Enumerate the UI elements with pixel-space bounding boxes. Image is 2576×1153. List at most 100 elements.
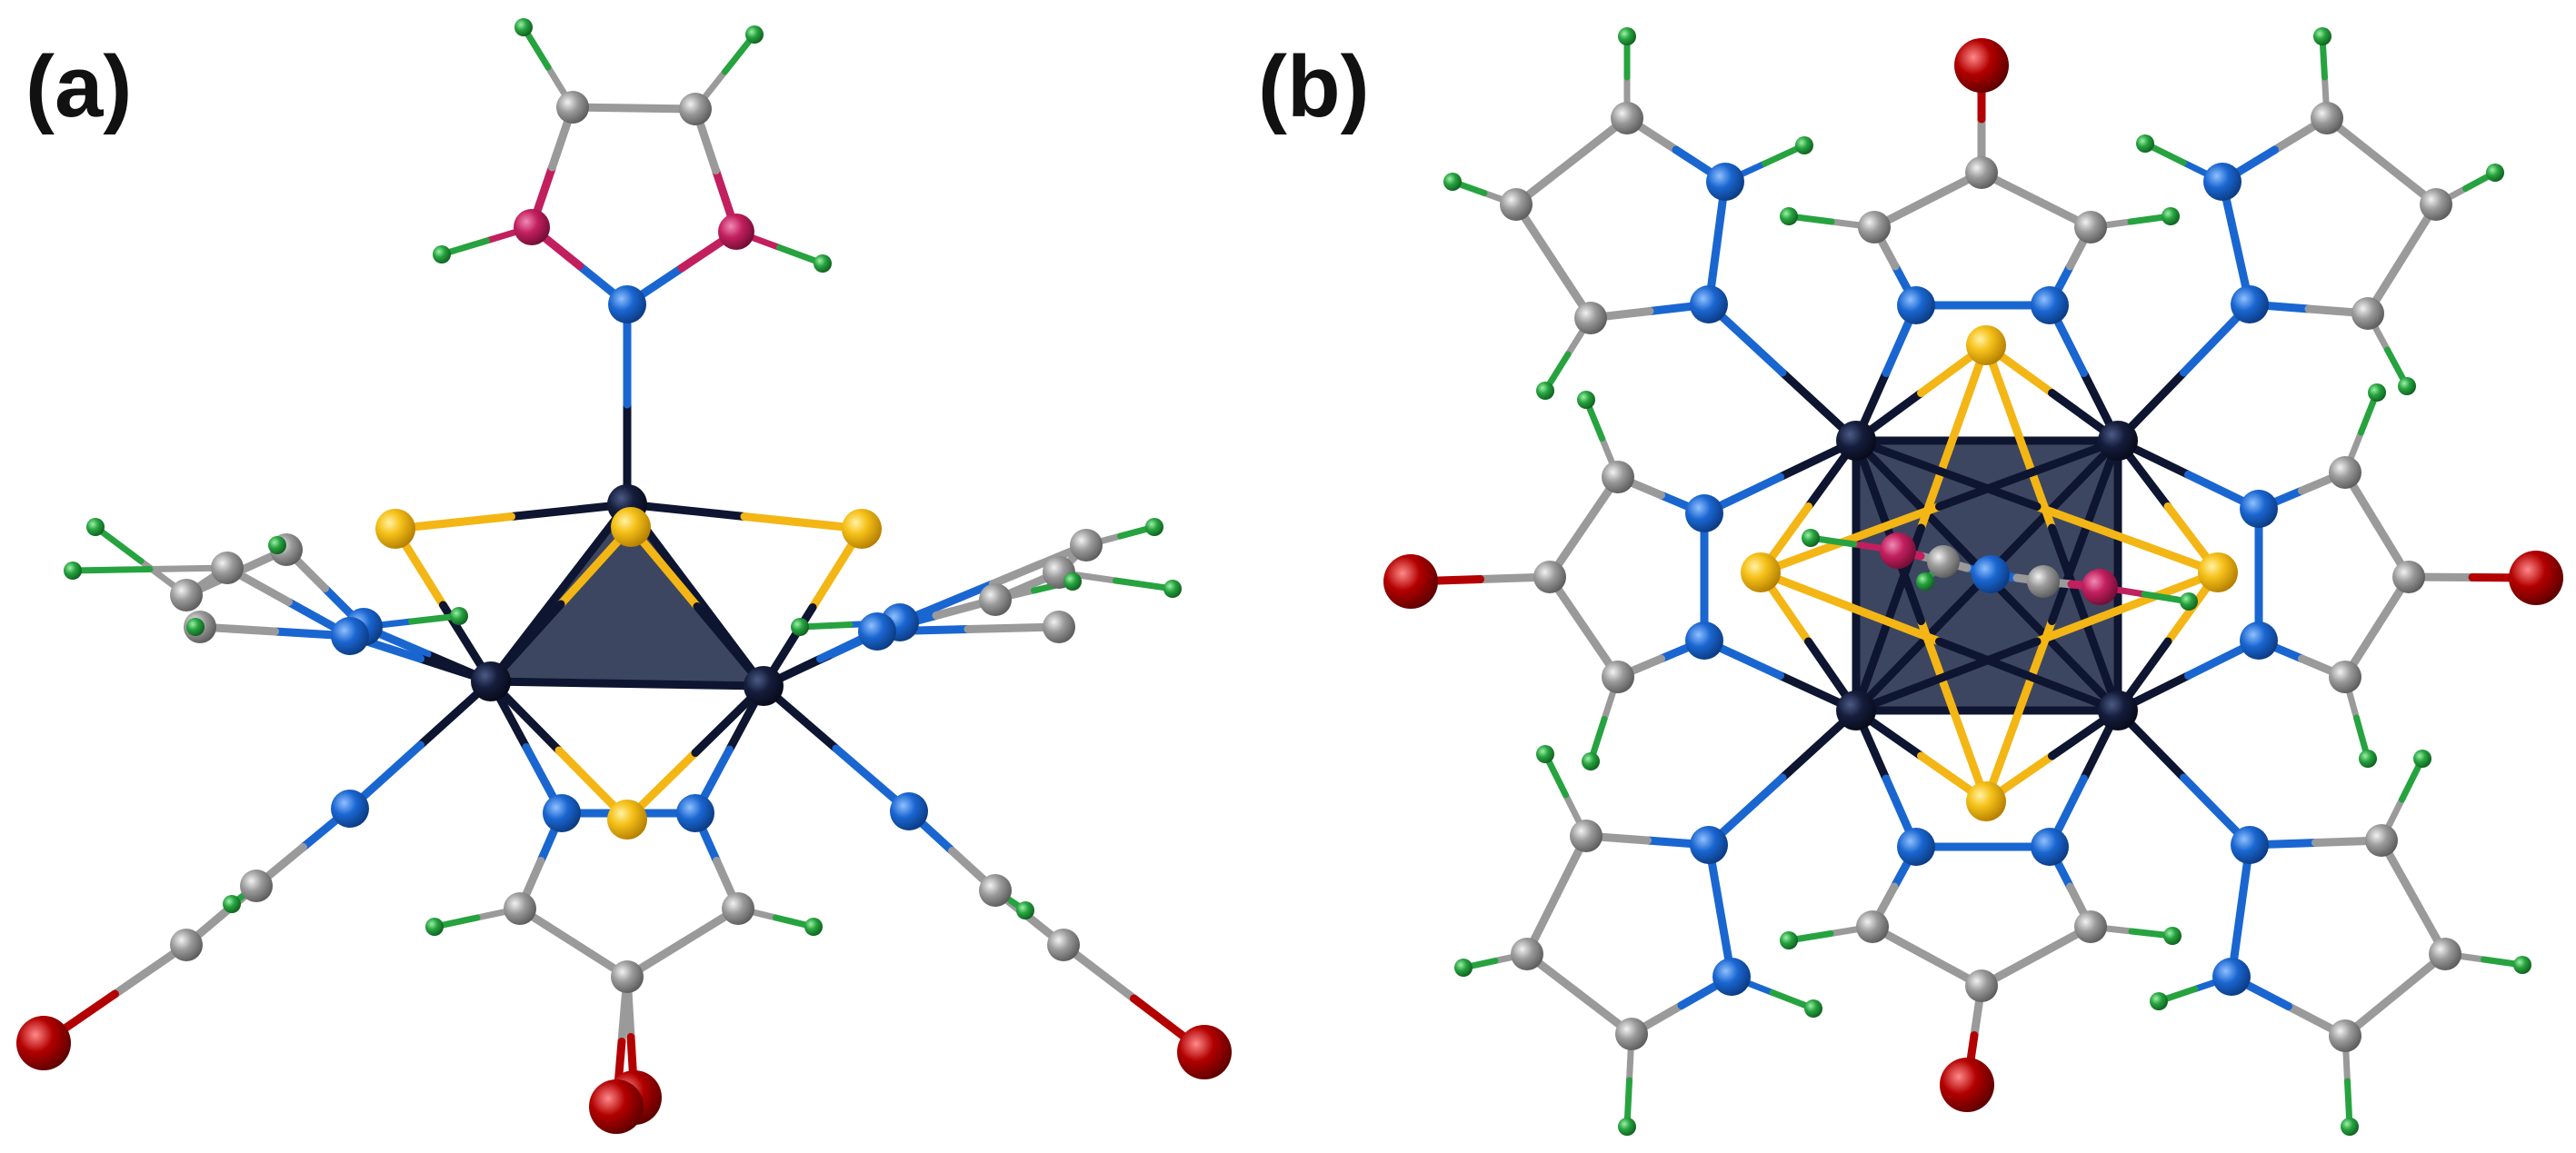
hydrogen-atom bbox=[2368, 383, 2386, 402]
nitrogen-atom bbox=[2240, 621, 2278, 660]
panel-label-a: (a) bbox=[25, 38, 132, 135]
hydrogen-atom bbox=[186, 618, 205, 636]
hydrogen-atom bbox=[2163, 927, 2182, 945]
bond-half bbox=[1113, 577, 1176, 592]
bond-half bbox=[1852, 637, 2042, 715]
bond-half bbox=[1982, 341, 2056, 532]
metal-atom bbox=[1836, 421, 1876, 461]
carbon-atom bbox=[1858, 211, 1891, 244]
carbon-atom bbox=[1602, 661, 1634, 693]
sulfur-atom bbox=[607, 800, 647, 840]
carbon-atom bbox=[979, 874, 1012, 907]
bond-half bbox=[1852, 436, 2042, 511]
bond-half bbox=[623, 680, 768, 691]
nitrogen-atom bbox=[543, 794, 581, 832]
carbon-atom bbox=[1043, 611, 1075, 643]
nitrogen-atom bbox=[2231, 285, 2269, 323]
boron-atom bbox=[514, 209, 550, 245]
hydrogen-atom bbox=[2513, 956, 2531, 974]
hydrogen-atom bbox=[791, 618, 809, 636]
hydrogen-atom bbox=[1454, 959, 1473, 977]
carbon-atom bbox=[2420, 188, 2452, 221]
hydrogen-atom bbox=[2136, 134, 2154, 153]
bond-half bbox=[486, 677, 632, 688]
hydrogen-atom bbox=[1063, 572, 1082, 591]
nitrogen-atom bbox=[1972, 555, 2010, 593]
carbon-atom bbox=[979, 583, 1012, 616]
bond-half bbox=[92, 523, 145, 564]
carbon-atom bbox=[2365, 824, 2398, 857]
carbon-atom bbox=[211, 552, 244, 584]
nitrogen-atom bbox=[1685, 621, 1723, 660]
bond-half bbox=[1852, 436, 1992, 580]
bromine-atom bbox=[589, 1079, 644, 1134]
hydrogen-atom bbox=[2486, 164, 2504, 182]
bond-half bbox=[1756, 568, 1943, 646]
hydrogen-atom bbox=[223, 895, 241, 913]
bond-half bbox=[2048, 436, 2122, 625]
hydrogen-atom bbox=[425, 918, 444, 936]
nitrogen-atom bbox=[676, 794, 714, 832]
hydrogen-atom bbox=[2313, 27, 2331, 45]
bond-half bbox=[69, 566, 154, 574]
carbon-atom bbox=[2329, 456, 2361, 489]
sulfur-atom bbox=[1966, 781, 2006, 821]
hydrogen-atom bbox=[804, 918, 823, 936]
nitrogen-atom bbox=[608, 285, 646, 323]
hydrogen-atom bbox=[450, 607, 468, 625]
carbon-atom bbox=[611, 960, 644, 993]
hydrogen-atom bbox=[1536, 382, 1554, 400]
nitrogen-atom bbox=[1706, 163, 1744, 201]
atoms bbox=[16, 18, 1232, 1134]
bromine-atom bbox=[2509, 551, 2563, 605]
bond-half bbox=[1935, 436, 2122, 511]
carbon-atom bbox=[170, 579, 203, 611]
carbon-atom bbox=[2329, 661, 2361, 693]
carbon-atom bbox=[1570, 820, 1603, 852]
metal-atom bbox=[2098, 691, 2138, 731]
hydrogen-atom bbox=[1802, 529, 1820, 547]
sulfur-atom bbox=[1966, 325, 2006, 365]
nitrogen-atom bbox=[2031, 828, 2069, 866]
bromine-atom bbox=[1940, 1058, 1994, 1112]
carbon-atom bbox=[2074, 910, 2107, 943]
bromine-atom bbox=[1954, 38, 2009, 93]
carbon-atom bbox=[1615, 1018, 1648, 1050]
bond-half bbox=[2032, 568, 2222, 646]
hydrogen-atom bbox=[1780, 931, 1798, 949]
nitrogen-atom bbox=[2240, 490, 2278, 528]
hydrogen-atom bbox=[2180, 592, 2198, 611]
carbon-atom bbox=[1602, 461, 1634, 493]
sulfur-atom bbox=[375, 509, 415, 549]
hydrogen-atom bbox=[1163, 580, 1182, 598]
hydrogen-atom bbox=[1582, 752, 1600, 770]
hydrogen-atom bbox=[433, 245, 451, 263]
hydrogen-atom bbox=[2341, 1118, 2359, 1136]
sulfur-atom bbox=[611, 507, 651, 547]
carbon-atom bbox=[679, 93, 712, 125]
hydrogen-atom bbox=[86, 518, 105, 536]
hydrogen-atom bbox=[1916, 572, 1934, 591]
hydrogen-atom bbox=[514, 18, 533, 36]
carbon-atom bbox=[1856, 910, 1889, 943]
bond-half bbox=[2032, 502, 2222, 577]
hydrogen-atom bbox=[1618, 1118, 1636, 1136]
nitrogen-atom bbox=[2031, 286, 2069, 324]
molecule-panel-a bbox=[16, 18, 1232, 1134]
hydrogen-atom bbox=[2162, 207, 2180, 225]
bromine-atom bbox=[16, 1016, 71, 1070]
nitrogen-atom bbox=[1897, 828, 1935, 866]
carbon-atom bbox=[2329, 1019, 2361, 1052]
hydrogen-atom bbox=[1016, 901, 1034, 919]
carbon-atom bbox=[2351, 297, 2384, 330]
carbon-atom bbox=[722, 892, 754, 925]
boron-atom bbox=[2082, 569, 2118, 605]
bond-half bbox=[1982, 617, 2056, 806]
carbon-atom bbox=[1500, 188, 1533, 221]
carbon-atom bbox=[2429, 938, 2461, 970]
metal-atom bbox=[471, 661, 511, 701]
nitrogen-atom bbox=[2212, 958, 2251, 996]
nitrogen-atom bbox=[1685, 494, 1723, 532]
hydrogen-atom bbox=[1804, 999, 1822, 1018]
